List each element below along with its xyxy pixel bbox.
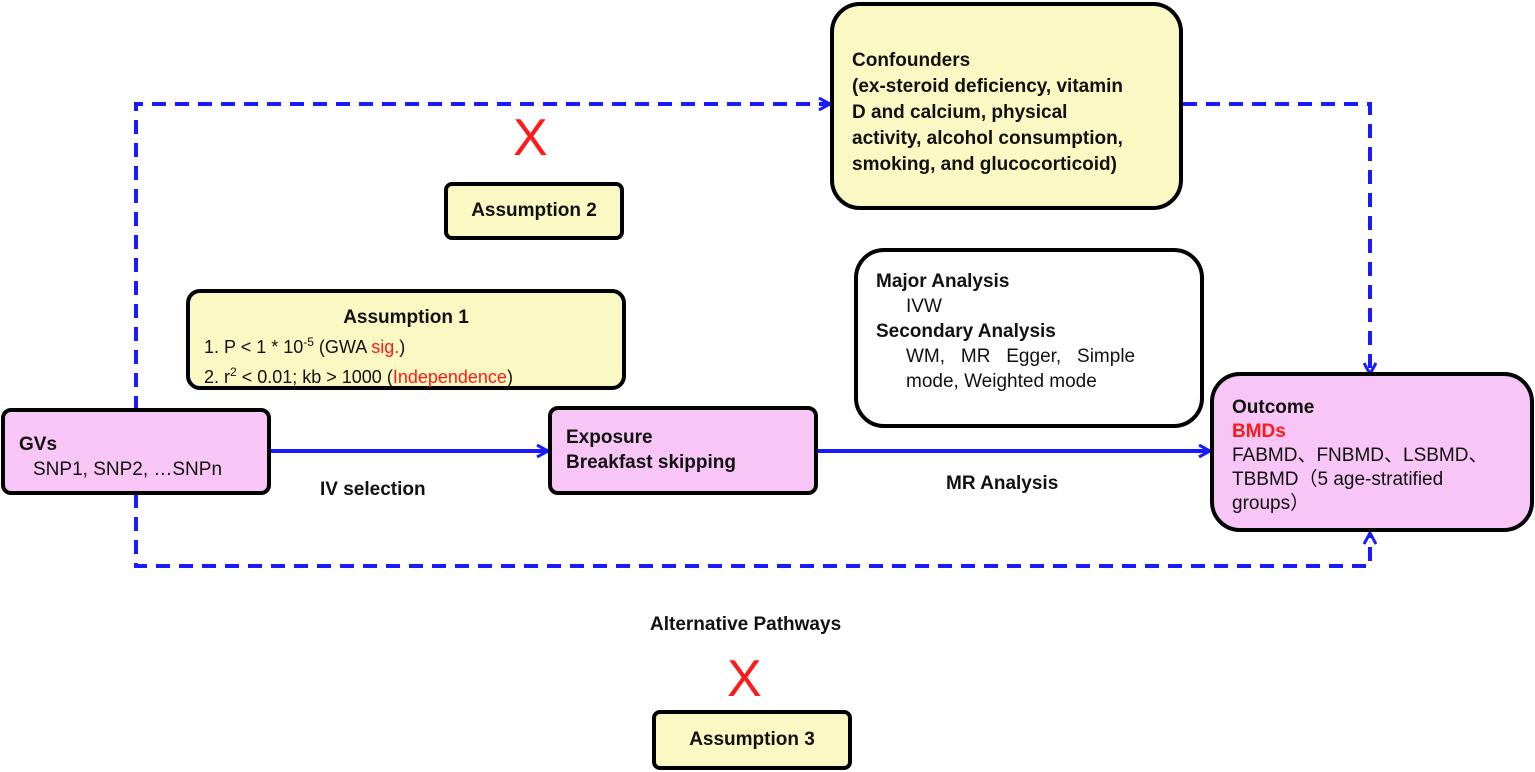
- gwa-text: (GWA: [313, 337, 372, 357]
- close-paren: ): [506, 367, 513, 387]
- independence-text: Independence: [392, 367, 507, 387]
- confounders-line: D and calcium, physical: [852, 102, 1068, 123]
- sig-text: sig.: [371, 337, 400, 357]
- confounders-line: activity, alcohol consumption,: [852, 128, 1123, 149]
- secondary-analysis-title: Secondary Analysis: [876, 321, 1056, 342]
- pvalue-exponent: -5: [303, 335, 314, 349]
- assumption3-cross-mark: X: [727, 650, 762, 708]
- mr-analysis-label: MR Analysis: [946, 473, 1059, 494]
- gvs-items: SNP1, SNP2, …SNPn: [33, 459, 223, 480]
- major-analysis-title: Major Analysis: [876, 271, 1010, 292]
- outcome-line: TBBMD（5 age-stratified: [1232, 469, 1444, 490]
- outcome-highlight: BMDs: [1232, 421, 1286, 442]
- iv-selection-label: IV selection: [320, 479, 426, 500]
- major-analysis-item: IVW: [906, 296, 942, 317]
- secondary-analysis-line: mode, Weighted mode: [906, 371, 1097, 392]
- analysis-methods-box: Major Analysis IVW Secondary Analysis WM…: [854, 248, 1204, 428]
- gvs-box: GVs SNP1, SNP2, …SNPn: [1, 408, 271, 495]
- ld-threshold-text: < 0.01; kb > 1000 (: [236, 367, 393, 387]
- assumption2-label: Assumption 2: [471, 200, 597, 221]
- assumption1-criterion-pvalue: 1. P < 1 * 10-5 (GWA sig.): [204, 330, 622, 360]
- assumption3-label: Assumption 3: [689, 729, 815, 750]
- assumption1-title: Assumption 1: [343, 307, 469, 328]
- assumption1-criterion-ld: 2. r2 < 0.01; kb > 1000 (Independence): [204, 360, 622, 390]
- exposure-title: Exposure: [566, 427, 653, 448]
- assumption3-box: Assumption 3: [652, 710, 852, 770]
- confounders-to-outcome-dashed-arrow: [1183, 102, 1370, 374]
- exposure-box: Exposure Breakfast skipping: [548, 406, 818, 495]
- secondary-analysis-line: WM, MR Egger, Simple: [906, 346, 1136, 367]
- assumption2-cross-mark: X: [513, 109, 548, 167]
- confounders-box: Confounders (ex-steroid deficiency, vita…: [830, 2, 1183, 210]
- close-paren: ): [399, 337, 406, 357]
- gvs-title: GVs: [19, 434, 58, 455]
- outcome-line: groups）: [1232, 493, 1310, 514]
- assumption2-box: Assumption 2: [444, 182, 624, 240]
- confounders-title: Confounders: [852, 50, 971, 71]
- r2-text: 2. r: [204, 367, 231, 387]
- outcome-box: Outcome BMDs FABMD、FNBMD、LSBMD、 TBBMD（5 …: [1210, 372, 1534, 532]
- confounders-line: (ex-steroid deficiency, vitamin: [852, 76, 1124, 97]
- alternative-pathway-dashed-arrow: [134, 494, 1370, 568]
- pvalue-text: 1. P < 1 * 10: [204, 337, 304, 357]
- outcome-line: FABMD、FNBMD、LSBMD、: [1232, 445, 1488, 466]
- gvs-to-confounders-dashed-arrow: [134, 104, 830, 410]
- exposure-subtitle: Breakfast skipping: [566, 452, 736, 473]
- alternative-pathways-label: Alternative Pathways: [650, 614, 842, 635]
- r2-superscript: 2: [230, 365, 237, 379]
- confounders-line: smoking, and glucocorticoid): [852, 154, 1117, 175]
- outcome-title: Outcome: [1232, 397, 1315, 418]
- assumption1-box: Assumption 1 1. P < 1 * 10-5 (GWA sig.) …: [186, 289, 626, 390]
